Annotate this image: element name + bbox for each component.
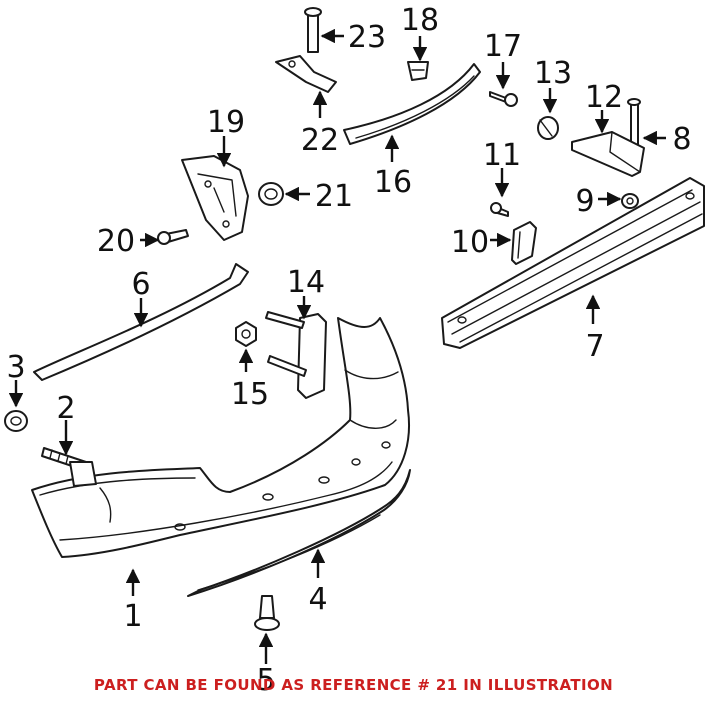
callout-7: 7 [585,329,604,364]
callout-10: 10 [451,225,489,260]
part-17-screw [489,91,518,107]
part-19-side-bracket [181,155,249,241]
callout-12: 12 [585,80,623,115]
part-16-trim-strip [343,63,481,145]
part-11-screw [490,202,509,217]
part-22-small-bracket [275,55,337,93]
part-3-clip [4,410,28,432]
callout-19: 19 [207,105,245,140]
part-21-plug [258,182,284,206]
callout-13: 13 [534,56,572,91]
part-14-guide [265,311,327,399]
callout-3: 3 [6,350,25,385]
callout-4: 4 [308,582,327,617]
callout-18: 18 [401,3,439,38]
part-4-valance [187,469,411,597]
callout-22: 22 [301,123,339,158]
part-9-nut [621,193,639,209]
callout-9: 9 [575,184,594,219]
part-2-bolt [41,447,97,487]
callout-11: 11 [483,138,521,173]
part-13-bushing [537,116,559,140]
part-12-block [571,131,645,177]
part-8-long-bolt [627,98,641,147]
part-23-bolt [304,7,322,53]
part-18-clip [407,61,429,81]
reference-footer-note: PART CAN BE FOUND AS REFERENCE # 21 IN I… [93,676,614,694]
callout-5: 5 [256,663,275,698]
callout-1: 1 [123,599,142,634]
callout-2: 2 [56,391,75,426]
part-7-impact-bar [441,177,705,349]
part-1-bumper-cover [31,317,410,558]
callout-16: 16 [374,165,412,200]
callout-20: 20 [97,224,135,259]
part-15-nut [235,321,257,347]
part-5-push-pin [254,595,280,631]
callout-17: 17 [484,29,522,64]
callout-14: 14 [287,265,325,300]
part-10-bracket [511,221,537,265]
part-6-strip [33,263,249,381]
callout-23: 23 [348,20,386,55]
part-20-screw [157,229,189,245]
callout-15: 15 [231,377,269,412]
callout-8: 8 [672,122,691,157]
callout-6: 6 [131,267,150,302]
callout-21: 21 [315,179,353,214]
